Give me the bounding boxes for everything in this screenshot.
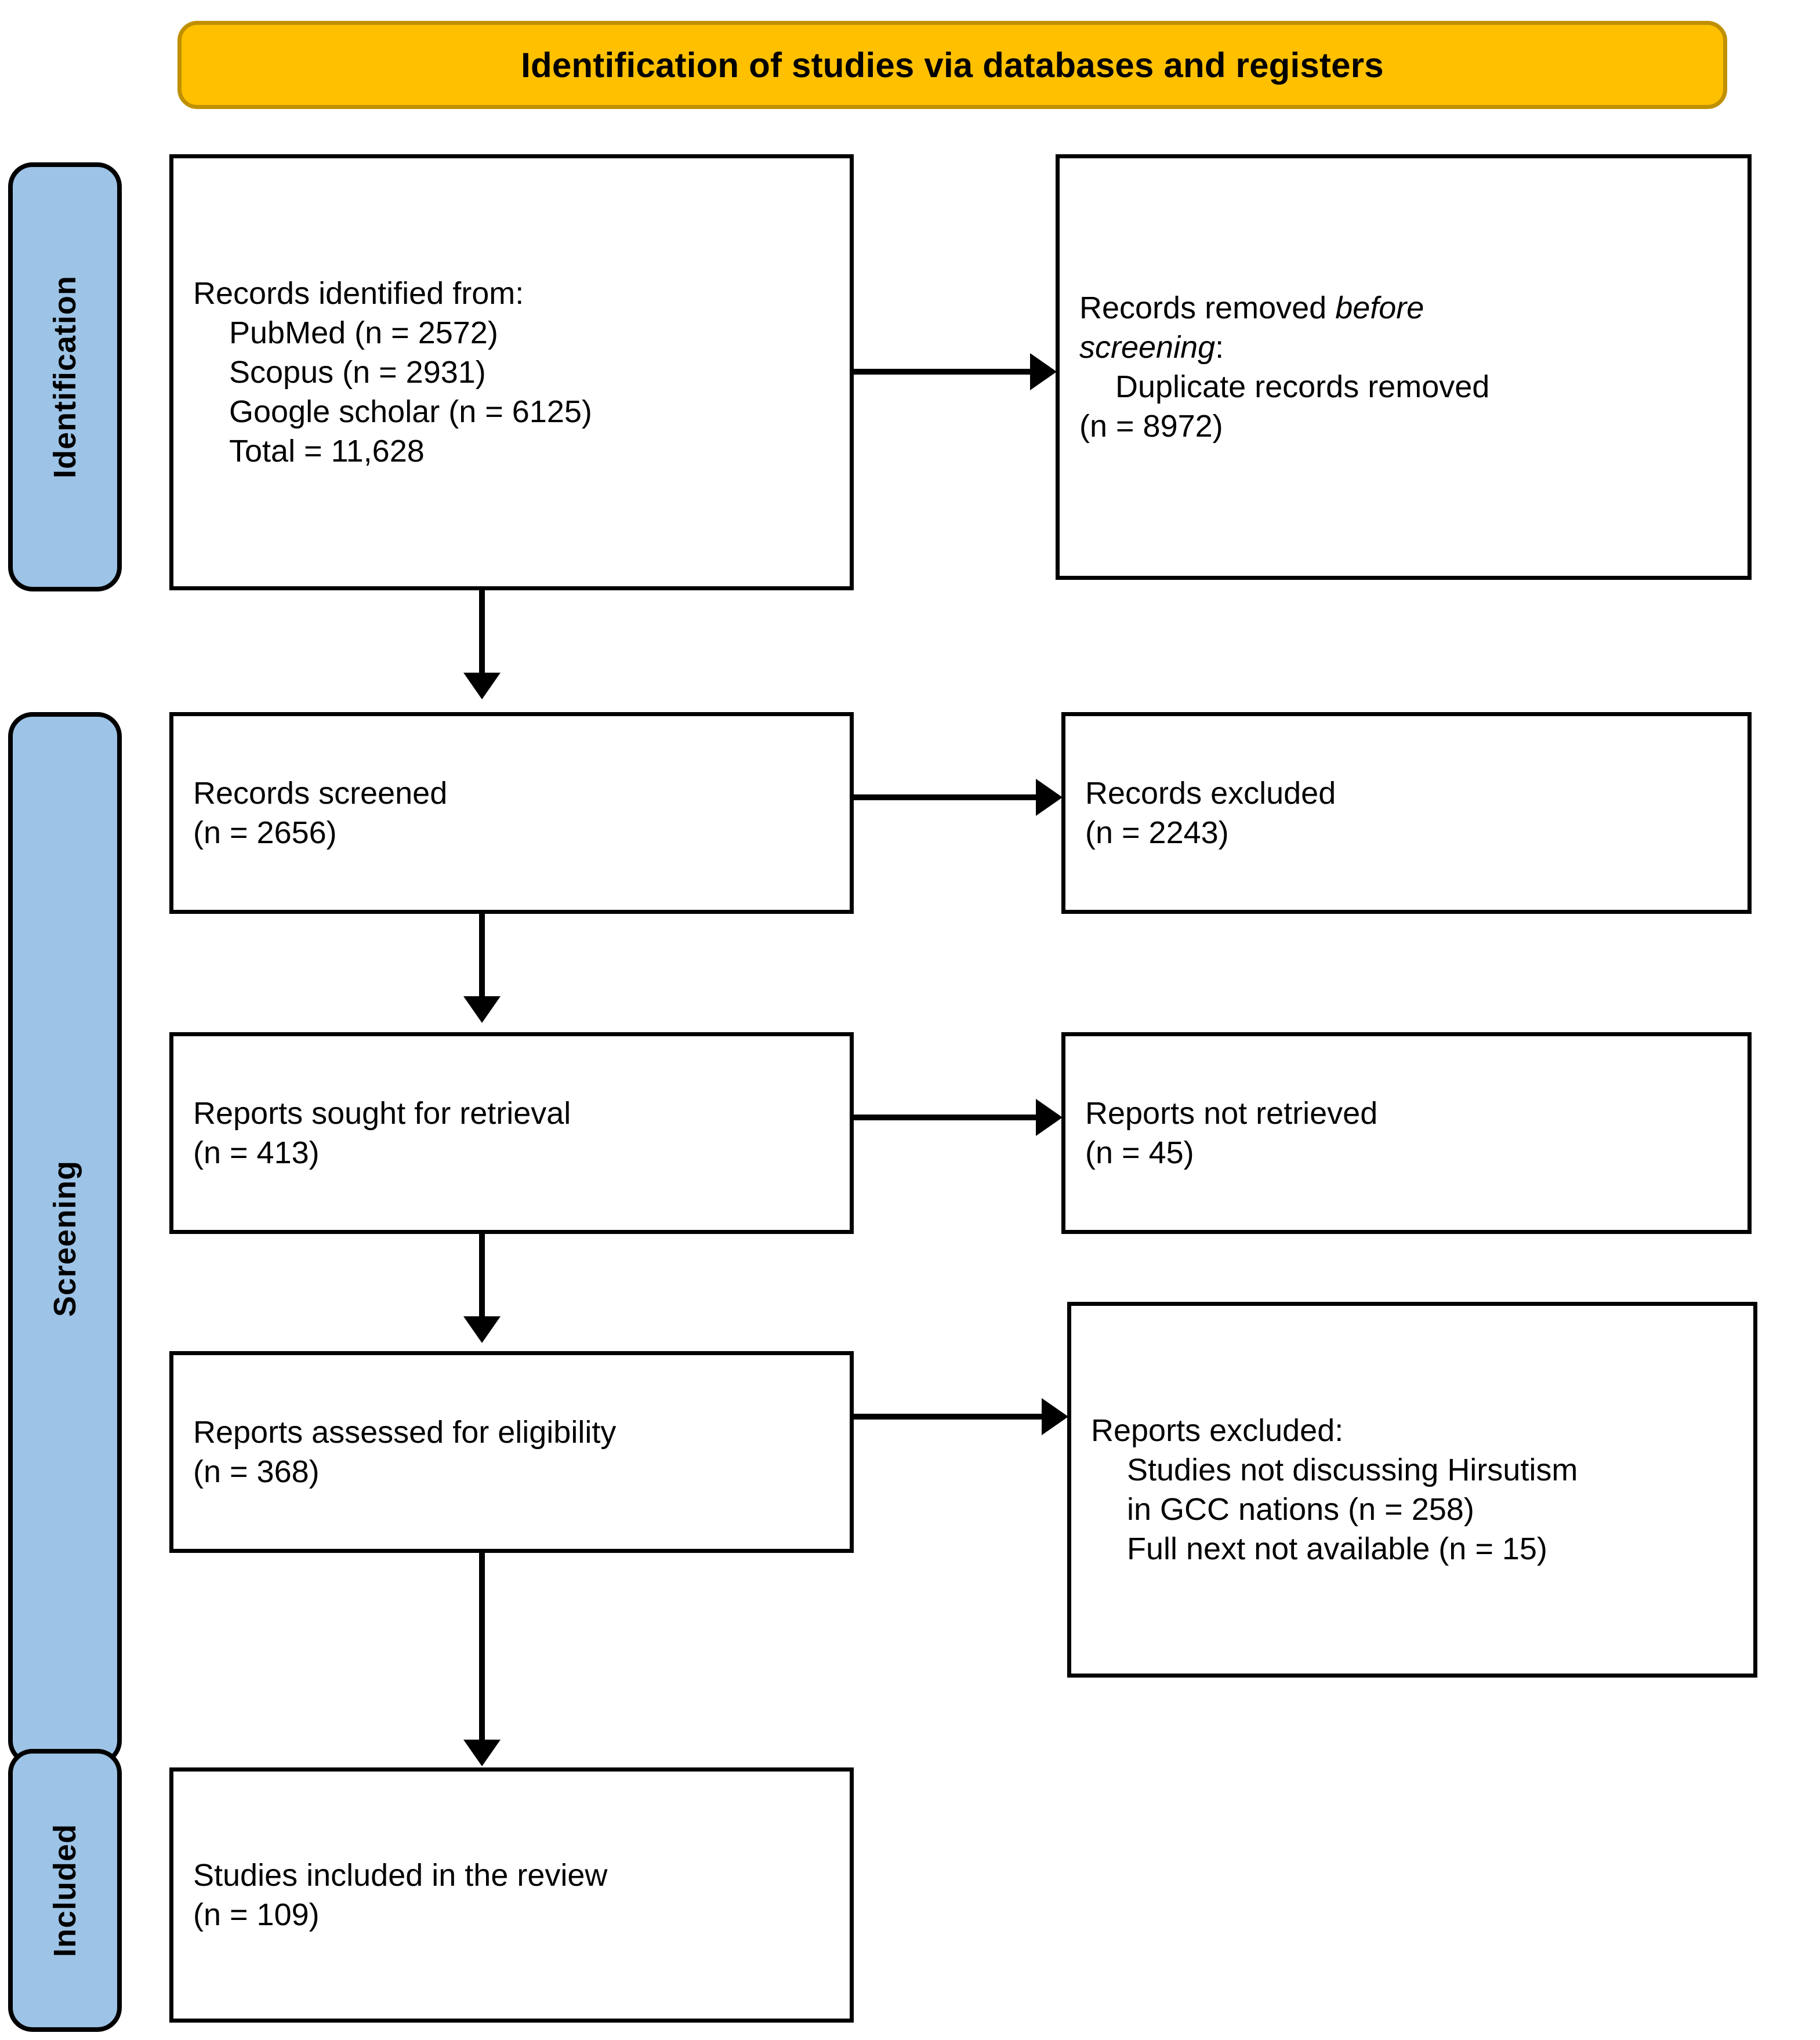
records-identified-total: Total = 11,628: [229, 434, 425, 469]
arrow-assessed-to-included-line: [479, 1553, 485, 1744]
reports-assessed-label: Reports assessed for eligibility: [193, 1414, 617, 1450]
records-removed-count: (n = 8972): [1079, 409, 1223, 444]
records-identified-title: Records identified from:: [193, 275, 524, 311]
records-screened-label: Records screened: [193, 775, 448, 811]
arrow-screened-to-excluded-line: [853, 794, 1038, 800]
stage-label-included: Included: [48, 1823, 83, 1958]
stage-included: Included: [8, 1749, 122, 2032]
arrow-screened-to-sought-line: [479, 914, 485, 1001]
reports-excluded-reason-1b: in GCC nations (n = 258): [1127, 1492, 1474, 1527]
reports-not-retrieved-label: Reports not retrieved: [1085, 1095, 1378, 1131]
box-studies-included: Studies included in the review (n = 109): [169, 1767, 854, 2023]
records-excluded-count: (n = 2243): [1085, 815, 1229, 850]
studies-included-label: Studies included in the review: [193, 1857, 608, 1893]
reports-excluded-reason-2: Full next not available (n = 15): [1127, 1531, 1547, 1567]
records-removed-title-emph: before: [1335, 290, 1424, 325]
box-reports-not-retrieved: Reports not retrieved (n = 45): [1061, 1032, 1752, 1234]
box-records-removed: Records removed before screening: Duplic…: [1056, 154, 1752, 580]
arrow-assessed-to-excluded-head: [1042, 1398, 1068, 1435]
records-identified-source-scopus: Scopus (n = 2931): [229, 354, 486, 390]
stage-identification: Identification: [8, 162, 122, 591]
arrow-identified-to-screened-head: [463, 673, 501, 699]
reports-not-retrieved-count: (n = 45): [1085, 1135, 1194, 1170]
arrow-assessed-to-included-head: [463, 1740, 501, 1766]
box-records-screened: Records screened (n = 2656): [169, 712, 854, 914]
records-identified-source-google-scholar: Google scholar (n = 6125): [229, 394, 592, 430]
records-removed-title-colon: :: [1215, 329, 1224, 365]
page-title: Identification of studies via databases …: [521, 45, 1384, 85]
stage-label-screening: Screening: [48, 1160, 82, 1317]
box-reports-assessed: Reports assessed for eligibility (n = 36…: [169, 1351, 854, 1553]
diagram-header-banner: Identification of studies via databases …: [177, 21, 1727, 109]
reports-assessed-count: (n = 368): [193, 1454, 320, 1489]
reports-excluded-reason-1a: Studies not discussing Hirsutism: [1127, 1452, 1578, 1487]
reports-excluded-title: Reports excluded:: [1091, 1413, 1344, 1448]
records-removed-title-emph2: screening: [1079, 329, 1216, 365]
reports-sought-label: Reports sought for retrieval: [193, 1095, 571, 1131]
arrow-sought-to-not-retrieved-head: [1036, 1099, 1063, 1136]
studies-included-count: (n = 109): [193, 1897, 320, 1932]
records-removed-title-line1: Records removed before: [1079, 288, 1728, 328]
records-screened-count: (n = 2656): [193, 815, 337, 850]
box-records-identified: Records identified from: PubMed (n = 257…: [169, 154, 854, 590]
records-removed-title-line2: screening:: [1079, 328, 1728, 367]
records-excluded-label: Records excluded: [1085, 775, 1336, 811]
arrow-identified-to-screened-line: [479, 590, 485, 677]
arrow-sought-to-not-retrieved-line: [853, 1115, 1038, 1120]
box-reports-sought: Reports sought for retrieval (n = 413): [169, 1032, 854, 1234]
arrow-identified-to-removed-line: [853, 369, 1032, 375]
arrow-assessed-to-excluded-line: [853, 1414, 1044, 1420]
stage-label-identification: Identification: [48, 275, 82, 478]
arrow-screened-to-excluded-head: [1036, 779, 1063, 816]
arrow-sought-to-assessed-head: [463, 1316, 501, 1343]
records-removed-title-pre: Records removed: [1079, 290, 1336, 325]
box-reports-excluded: Reports excluded: Studies not discussing…: [1067, 1302, 1757, 1678]
records-removed-detail: Duplicate records removed: [1115, 369, 1490, 404]
stage-screening: Screening: [8, 712, 122, 1765]
box-records-excluded: Records excluded (n = 2243): [1061, 712, 1752, 914]
records-identified-source-pubmed: PubMed (n = 2572): [229, 315, 498, 350]
reports-sought-count: (n = 413): [193, 1135, 320, 1170]
arrow-sought-to-assessed-line: [479, 1234, 485, 1321]
arrow-identified-to-removed-head: [1030, 353, 1057, 390]
arrow-screened-to-sought-head: [463, 996, 501, 1023]
